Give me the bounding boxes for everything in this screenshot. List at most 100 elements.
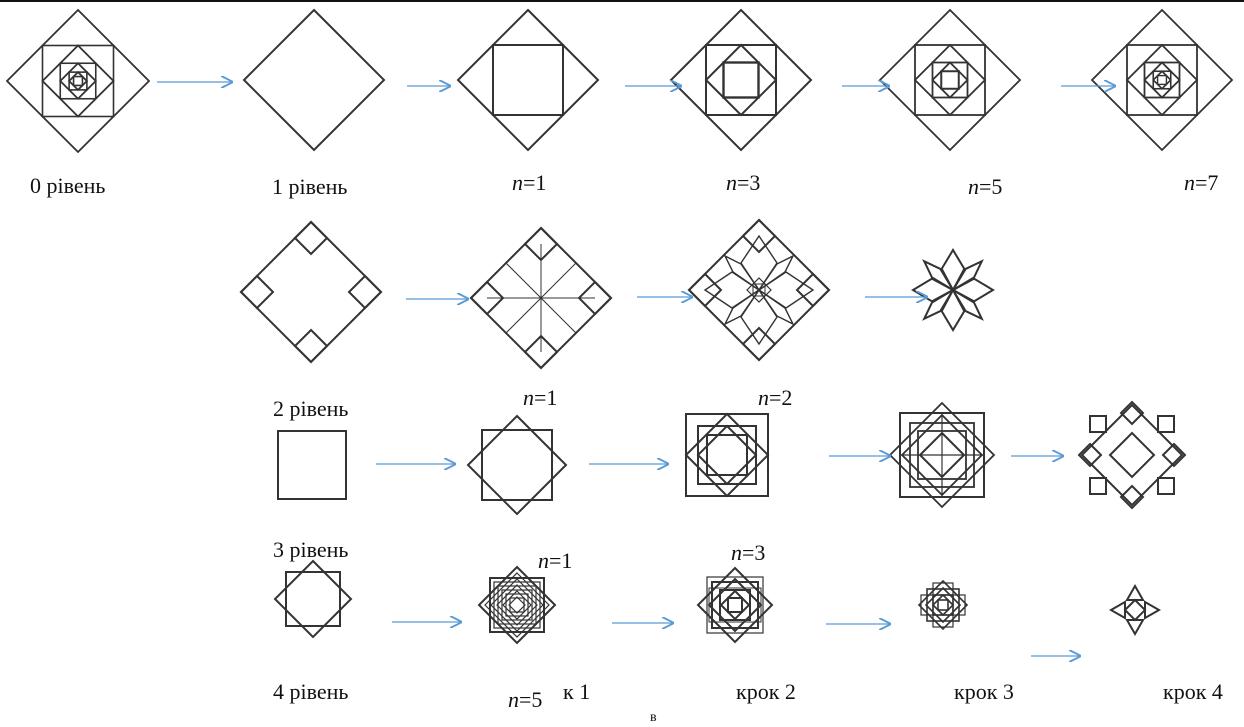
diamond-outline xyxy=(1123,598,1147,622)
square-outline xyxy=(937,599,949,611)
row1-n7-figure xyxy=(1090,8,1234,152)
diamond-outline xyxy=(239,274,275,310)
square-outline xyxy=(1157,415,1175,433)
square-outline xyxy=(72,75,84,87)
level-4-figure xyxy=(273,559,353,639)
square-outline xyxy=(41,44,115,118)
petal-outline xyxy=(1108,600,1126,620)
square-outline xyxy=(497,585,537,625)
star-petal xyxy=(922,287,956,321)
row2-star-figure xyxy=(911,248,995,332)
square-outline xyxy=(926,588,960,622)
diamond-outline xyxy=(477,565,557,645)
petal-outline xyxy=(1125,583,1145,601)
label-row1-n3: n=3 xyxy=(726,170,761,195)
square-outline xyxy=(1157,477,1175,495)
diamond-outline xyxy=(273,559,353,639)
diamond-outline xyxy=(293,328,329,364)
square-outline xyxy=(505,593,529,617)
square-outline xyxy=(285,571,341,627)
diamond-outline xyxy=(669,8,813,152)
top-border-line xyxy=(0,0,1244,2)
inner-line xyxy=(505,262,577,334)
square-outline xyxy=(719,589,751,621)
level-0-figure xyxy=(5,8,151,154)
square-outline xyxy=(489,577,545,633)
square-outline xyxy=(708,587,762,623)
label-krok-1-fragment: к 1 xyxy=(563,679,591,704)
diamond-outline xyxy=(746,277,772,303)
diamond-outline xyxy=(67,70,89,92)
diamond-outline xyxy=(508,596,526,614)
row3-final-figure xyxy=(1077,400,1187,510)
krok2-figure xyxy=(696,566,774,644)
square-outline xyxy=(1089,415,1107,433)
diamond-outline xyxy=(931,61,969,99)
diamond-outline xyxy=(293,220,329,256)
diamond-outline xyxy=(1119,400,1145,426)
square-outline xyxy=(752,283,766,297)
diamond-outline xyxy=(704,43,778,117)
square-outline xyxy=(1143,61,1181,99)
square-outline xyxy=(1126,44,1198,116)
square-outline xyxy=(277,430,347,500)
square-outline xyxy=(481,429,553,501)
star-petal xyxy=(922,259,956,293)
krok4-figure xyxy=(1108,583,1162,637)
diamond-outline xyxy=(1077,442,1103,468)
diamond-outline xyxy=(1152,70,1172,90)
diamond-outline xyxy=(347,274,383,310)
diamond-outline xyxy=(239,220,383,364)
square-outline xyxy=(1152,70,1172,90)
label-level-2: 2 рівень xyxy=(273,396,349,421)
diamond-outline xyxy=(931,593,955,617)
row1-n1-figure xyxy=(456,8,600,152)
diamond-outline xyxy=(502,590,532,620)
row4-n5-figure xyxy=(477,565,557,645)
square-outline xyxy=(914,44,986,116)
star-petal xyxy=(723,254,760,291)
label-row3-n1: n=1 xyxy=(538,548,573,573)
label-level-4: 4 рівень xyxy=(273,679,349,704)
square-outline xyxy=(931,61,969,99)
square-outline xyxy=(706,576,764,634)
star-petal xyxy=(723,289,760,326)
label-row1-n5: n=5 xyxy=(968,174,1003,199)
diamond-outline xyxy=(878,8,1022,152)
diamond-outline xyxy=(466,414,568,516)
diamond-outline xyxy=(242,8,386,152)
label-row2-n2: n=2 xyxy=(758,385,793,410)
diamond-outline xyxy=(456,8,600,152)
star-petal xyxy=(950,287,984,321)
diamond-outline xyxy=(58,61,98,101)
star-petal xyxy=(758,289,795,326)
diamond-outline xyxy=(469,280,505,316)
square-outline xyxy=(59,62,97,100)
diamond-outline xyxy=(5,8,151,154)
diamond-outline xyxy=(1161,442,1187,468)
diamond-outline xyxy=(719,589,751,621)
label-row2-n1: n=1 xyxy=(523,385,558,410)
diamond-outline xyxy=(707,577,763,633)
level-2-figure xyxy=(239,220,383,364)
petal-outline xyxy=(1144,600,1162,620)
square-outline xyxy=(932,594,954,616)
square-outline xyxy=(722,61,760,99)
diamond-outline xyxy=(496,584,538,626)
label-krok-4: крок 4 xyxy=(1163,679,1223,704)
row3-n3-figure xyxy=(684,412,770,498)
label-level-0: 0 рівень xyxy=(30,173,106,198)
diamond-outline xyxy=(684,412,770,498)
diamond-outline xyxy=(696,566,774,644)
label-krok-3: крок 3 xyxy=(954,679,1014,704)
diamond-outline xyxy=(795,272,831,308)
row2-n2-figure xyxy=(687,218,831,362)
square-outline xyxy=(493,581,541,629)
label-level-1: 1 рівень xyxy=(272,174,348,199)
diamond-outline xyxy=(687,272,723,308)
square-outline xyxy=(706,434,748,476)
square-outline xyxy=(920,594,966,616)
row3-n5-figure xyxy=(888,401,996,509)
diamond-outline xyxy=(888,401,996,509)
